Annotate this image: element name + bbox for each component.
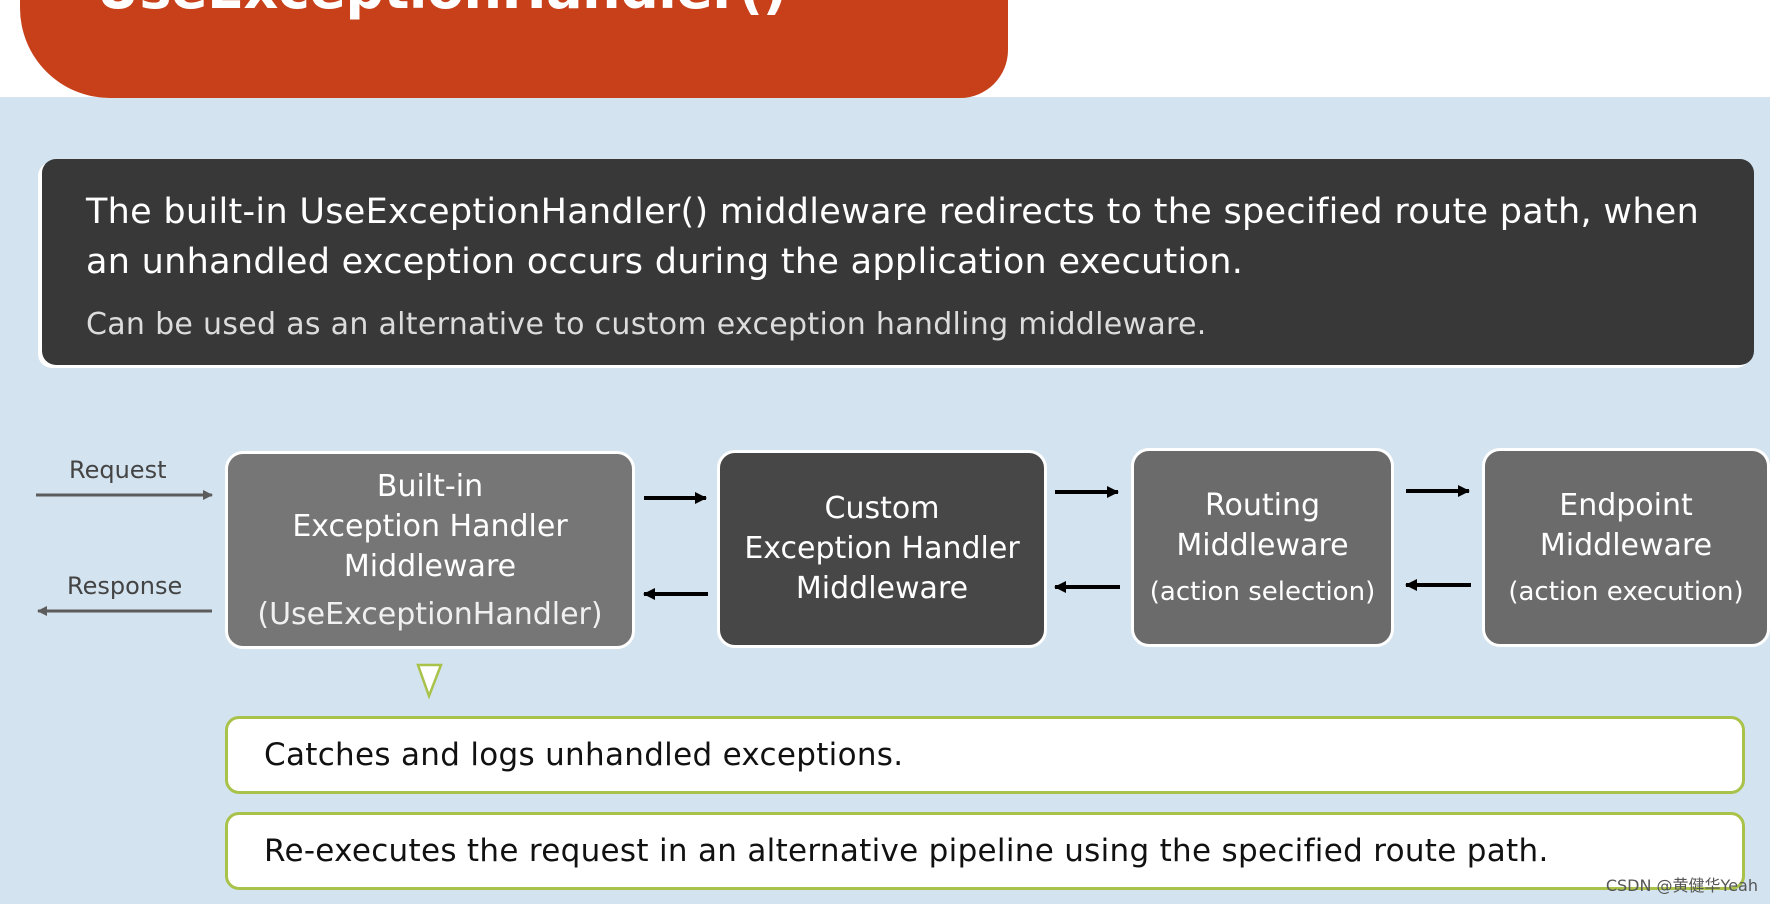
box-line: Middleware [343, 549, 517, 584]
request-label: Request [69, 456, 167, 484]
box-line: Middleware [1176, 527, 1349, 563]
box-line: Routing [1204, 487, 1321, 523]
note-catches-logs: Catches and logs unhandled exceptions. [225, 716, 1745, 794]
custom-exception-handler-box: Custom Exception Handler Middleware [717, 450, 1047, 648]
endpoint-middleware-box: Endpoint Middleware (action execution) [1482, 448, 1770, 647]
routing-middleware-box: Routing Middleware (action selection) [1131, 448, 1394, 647]
response-label: Response [67, 572, 183, 600]
box-line: Middleware [795, 571, 969, 606]
box-subtitle: (action execution) [1508, 576, 1744, 607]
box-line: Custom [824, 491, 940, 526]
builtin-exception-handler-box: Built-in Exception Handler Middleware (U… [225, 451, 635, 649]
box-subtitle: (action selection) [1149, 576, 1376, 607]
watermark: CSDN @黄健华Yeah [1605, 876, 1758, 895]
description-main: The built-in UseExceptionHandler() middl… [86, 192, 1700, 282]
box-subtitle: (UseExceptionHandler) [257, 597, 603, 632]
box-line: Middleware [1539, 527, 1713, 563]
title-banner: UseExceptionHandler() [20, 0, 1008, 98]
box-line: Built-in [376, 469, 484, 504]
description-sub: Can be used as an alternative to custom … [86, 307, 1207, 342]
note-re-executes: Re-executes the request in an alternativ… [225, 812, 1745, 890]
description-panel: The built-in UseExceptionHandler() middl… [42, 159, 1754, 365]
slide-title: UseExceptionHandler() [96, 0, 787, 21]
box-line: Exception Handler [744, 531, 1020, 566]
box-line: Endpoint [1559, 487, 1693, 523]
pointer-triangle-icon [416, 663, 443, 700]
box-line: Exception Handler [292, 509, 568, 544]
